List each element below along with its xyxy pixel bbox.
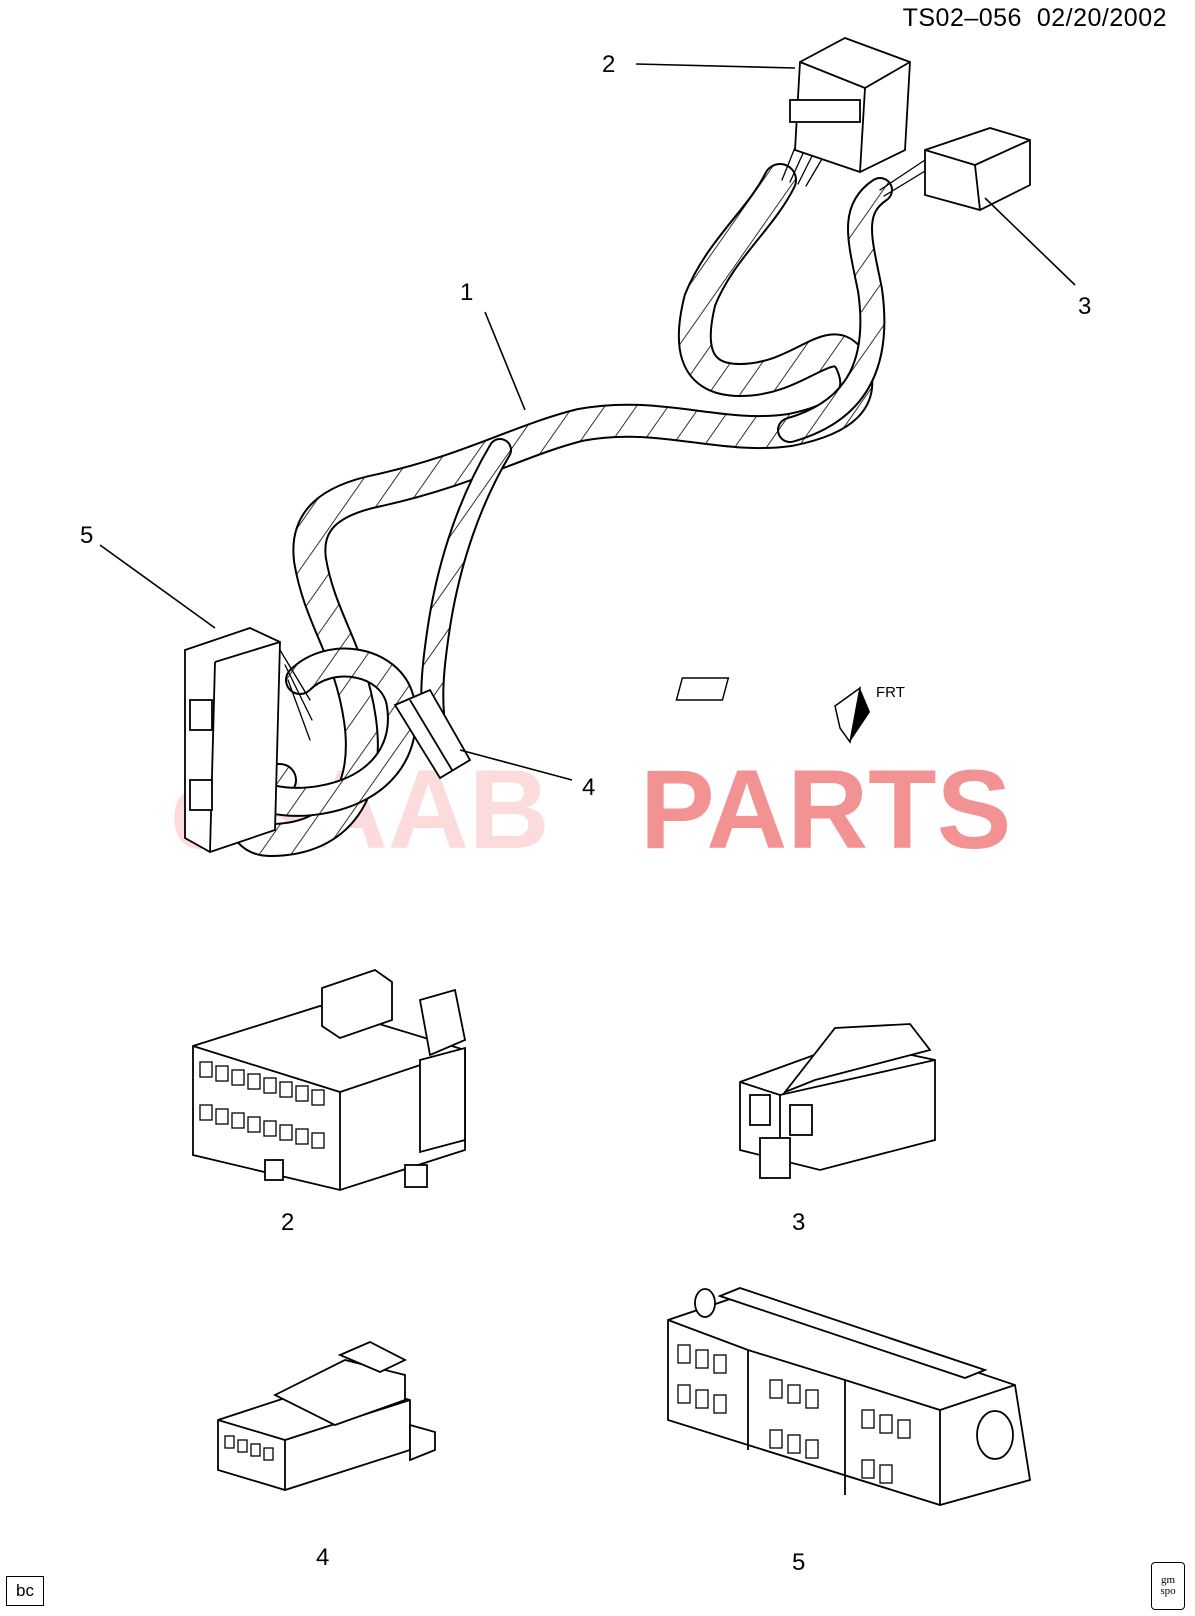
logo-bottom-text: spo xyxy=(1160,1585,1176,1597)
diagram-code: TS02–056 xyxy=(902,4,1022,32)
detail-connector-3 xyxy=(739,1023,936,1179)
harness-connector-2 xyxy=(789,37,911,173)
leader-lines xyxy=(99,63,1076,781)
front-direction-indicator: FRT xyxy=(675,677,905,744)
wiring-harness xyxy=(223,134,931,857)
callout-1: 1 xyxy=(460,279,473,306)
callout-3: 3 xyxy=(1078,293,1091,320)
detail-label-4: 4 xyxy=(316,1544,329,1571)
detail-label-5: 5 xyxy=(792,1549,805,1576)
callout-5: 5 xyxy=(80,522,93,549)
front-label: FRT xyxy=(876,684,905,701)
harness-connector-3 xyxy=(924,127,1031,211)
detail-connector-4 xyxy=(217,1341,436,1491)
logo-top-text: gm xyxy=(1160,1574,1176,1586)
detail-label-2: 2 xyxy=(281,1209,294,1236)
callout-4: 4 xyxy=(582,774,595,801)
diagram-date: 02/20/2002 xyxy=(1036,4,1167,32)
watermark-text: PARTS xyxy=(640,747,1011,872)
detail-connector-5 xyxy=(667,1287,1032,1506)
callout-2: 2 xyxy=(602,51,615,78)
corner-code-box: bc xyxy=(6,1576,44,1606)
harness-connector-4 xyxy=(393,688,472,780)
diagram-header: TS02–056 02/20/2002 xyxy=(903,4,1167,33)
gm-spo-logo: gm spo xyxy=(1151,1562,1185,1610)
detail-connector-2 xyxy=(192,969,467,1191)
harness-connector-5 xyxy=(184,627,281,853)
detail-label-3: 3 xyxy=(792,1209,805,1236)
